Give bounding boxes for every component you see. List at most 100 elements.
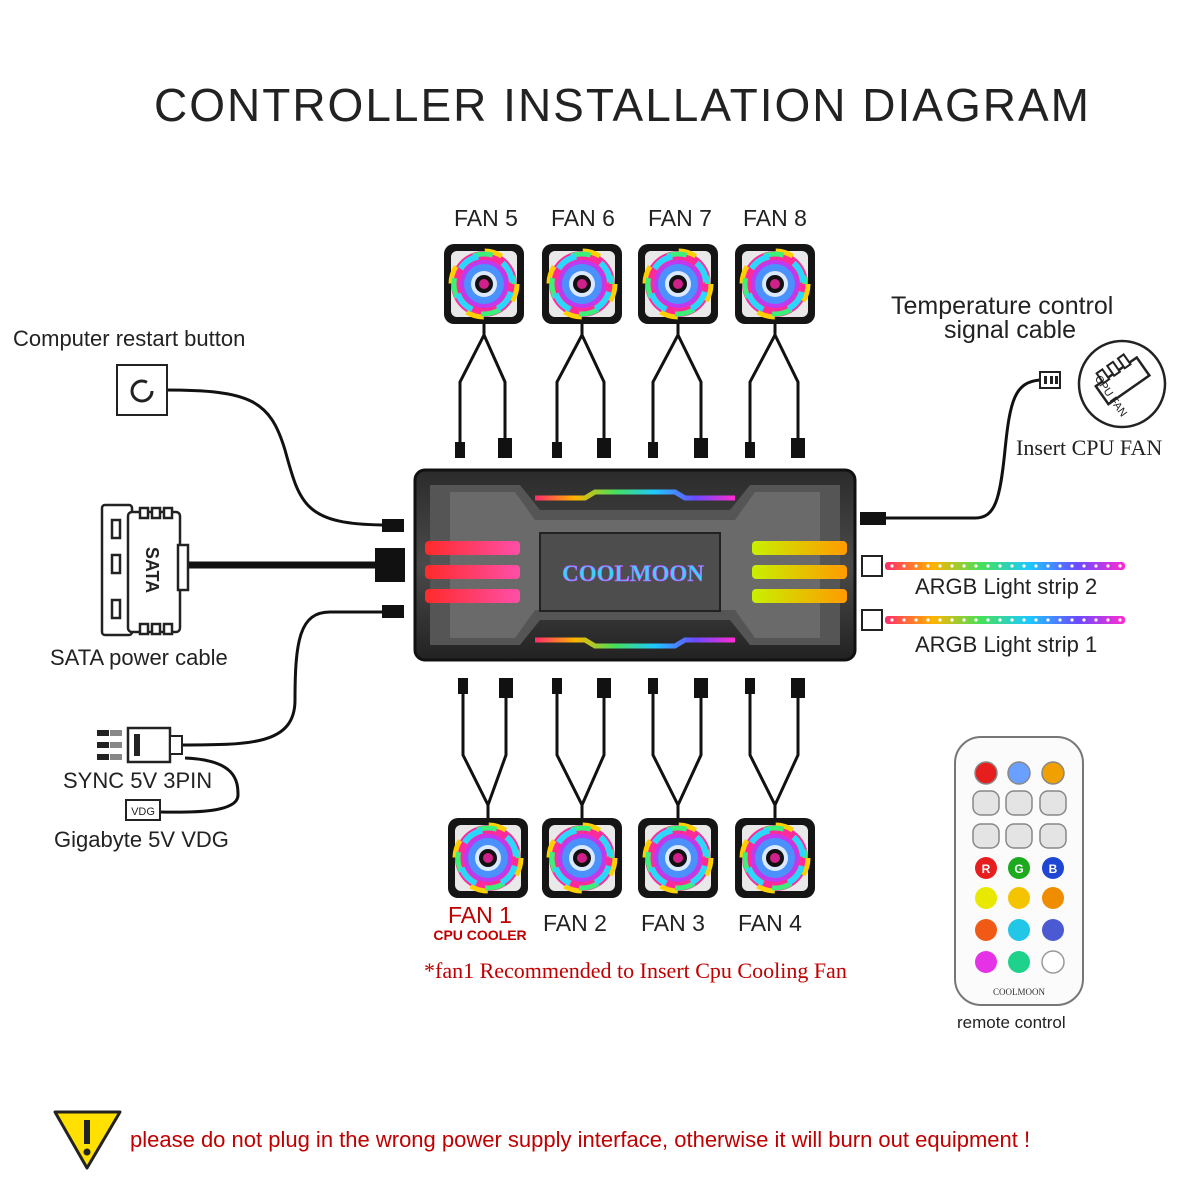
fan4-cable — [748, 690, 800, 818]
led-dot — [998, 618, 1002, 622]
fan3-plug-a — [648, 678, 658, 694]
remote-color-key — [975, 919, 997, 941]
led-dot — [914, 564, 918, 568]
argb1-label: ARGB Light strip 1 — [915, 632, 1098, 657]
fan1-label: FAN 1 — [448, 902, 512, 928]
fan1-sublabel: CPU COOLER — [433, 927, 527, 943]
led-dot — [1070, 618, 1074, 622]
led-dot — [1082, 564, 1086, 568]
led-dot — [962, 618, 966, 622]
led-dot — [998, 564, 1002, 568]
fan5-label: FAN 5 — [454, 205, 518, 231]
led-dot — [1046, 564, 1050, 568]
remote-key-power — [974, 761, 998, 785]
led-dot — [1046, 618, 1050, 622]
led-dot — [986, 564, 990, 568]
fan6-plug-a — [552, 442, 562, 458]
fan2-plug-a — [552, 678, 562, 694]
led-dot — [1070, 564, 1074, 568]
remote-key-mode — [1007, 761, 1031, 785]
led-dot — [1118, 564, 1122, 568]
fan7-plug-b — [694, 438, 708, 458]
led-dot — [950, 564, 954, 568]
remote-function-key — [1039, 790, 1067, 816]
remote-color-key — [1008, 887, 1030, 909]
remote-function-key — [972, 823, 1000, 849]
remote-function-key — [972, 790, 1000, 816]
temp-cable-label-line1: Temperature control — [891, 292, 1114, 320]
led-dot — [914, 618, 918, 622]
argb-strip-2 — [885, 562, 1125, 570]
led-dot — [1094, 564, 1098, 568]
remote-key-R — [975, 857, 997, 879]
led-dot — [1010, 564, 1014, 568]
led-dot — [902, 618, 906, 622]
temp-cable-label-line2: signal cable — [944, 316, 1077, 344]
led-dot — [1106, 618, 1110, 622]
led-dot — [890, 564, 894, 568]
remote-key-G — [1008, 857, 1030, 879]
fan3-plug-b — [694, 678, 708, 698]
fan3-icon — [638, 818, 718, 898]
fan8-plug-b — [791, 438, 805, 458]
sata-power-label: SATA power cable — [50, 645, 228, 670]
remote-key-label: B — [1049, 862, 1058, 876]
led-dot — [926, 618, 930, 622]
fan6-cable — [555, 323, 606, 445]
fan-cables — [455, 323, 805, 818]
fan8-icon — [735, 244, 815, 324]
remote-function-key — [1005, 790, 1033, 816]
vdg-tag: VDG — [131, 806, 155, 818]
fan4-icon — [735, 818, 815, 898]
sata-text: SATA — [142, 547, 162, 593]
warning-text: please do not plug in the wrong power su… — [130, 1127, 1031, 1152]
argb-strip-1 — [885, 616, 1125, 624]
fan7-label: FAN 7 — [648, 205, 712, 231]
restart-button-label: Computer restart button — [13, 326, 246, 351]
temp-cable-plug-icon — [1039, 371, 1061, 389]
fan1-icon — [448, 818, 528, 898]
led-dot — [938, 618, 942, 622]
fan5-plug-a — [455, 442, 465, 458]
vdg-connector-icon — [125, 799, 161, 821]
led-dot — [1082, 618, 1086, 622]
fan6-label: FAN 6 — [551, 205, 615, 231]
fan6-plug-b — [597, 438, 611, 458]
fan8-cable — [748, 323, 800, 445]
diagram-title: CONTROLLER INSTALLATION DIAGRAM — [154, 79, 1091, 131]
fan8-label: FAN 8 — [743, 205, 807, 231]
remote-color-key — [1041, 950, 1065, 974]
led-dot — [962, 564, 966, 568]
led-dot — [1058, 564, 1062, 568]
recommend-note: *fan1 Recommended to Insert Cpu Cooling … — [424, 958, 847, 983]
led-dot — [1010, 618, 1014, 622]
led-dot — [1022, 564, 1026, 568]
fan4-plug-b — [791, 678, 805, 698]
fan5-icon — [444, 244, 524, 324]
fan7-cable — [651, 323, 703, 445]
hub-brand: COOLMOON — [562, 561, 704, 586]
remote-function-key — [1005, 823, 1033, 849]
led-dot — [986, 618, 990, 622]
fan5-plug-b — [498, 438, 512, 458]
remote-label: remote control — [957, 1013, 1066, 1032]
remote-key-speed — [1041, 761, 1065, 785]
fan7-icon — [638, 244, 718, 324]
fan1-cable — [461, 690, 508, 818]
warning-icon — [53, 1110, 122, 1170]
led-dot — [974, 564, 978, 568]
gigabyte-label: Gigabyte 5V VDG — [54, 827, 229, 852]
fan3-label: FAN 3 — [641, 910, 705, 936]
led-dot — [890, 618, 894, 622]
led-dot — [1118, 618, 1122, 622]
remote-function-key — [1039, 823, 1067, 849]
fan3-cable — [651, 690, 703, 818]
fan4-plug-a — [745, 678, 755, 694]
wires — [159, 378, 1041, 814]
remote-color-key — [975, 887, 997, 909]
led-dot — [1094, 618, 1098, 622]
led-dot — [1058, 618, 1062, 622]
remote-color-key — [975, 951, 997, 973]
